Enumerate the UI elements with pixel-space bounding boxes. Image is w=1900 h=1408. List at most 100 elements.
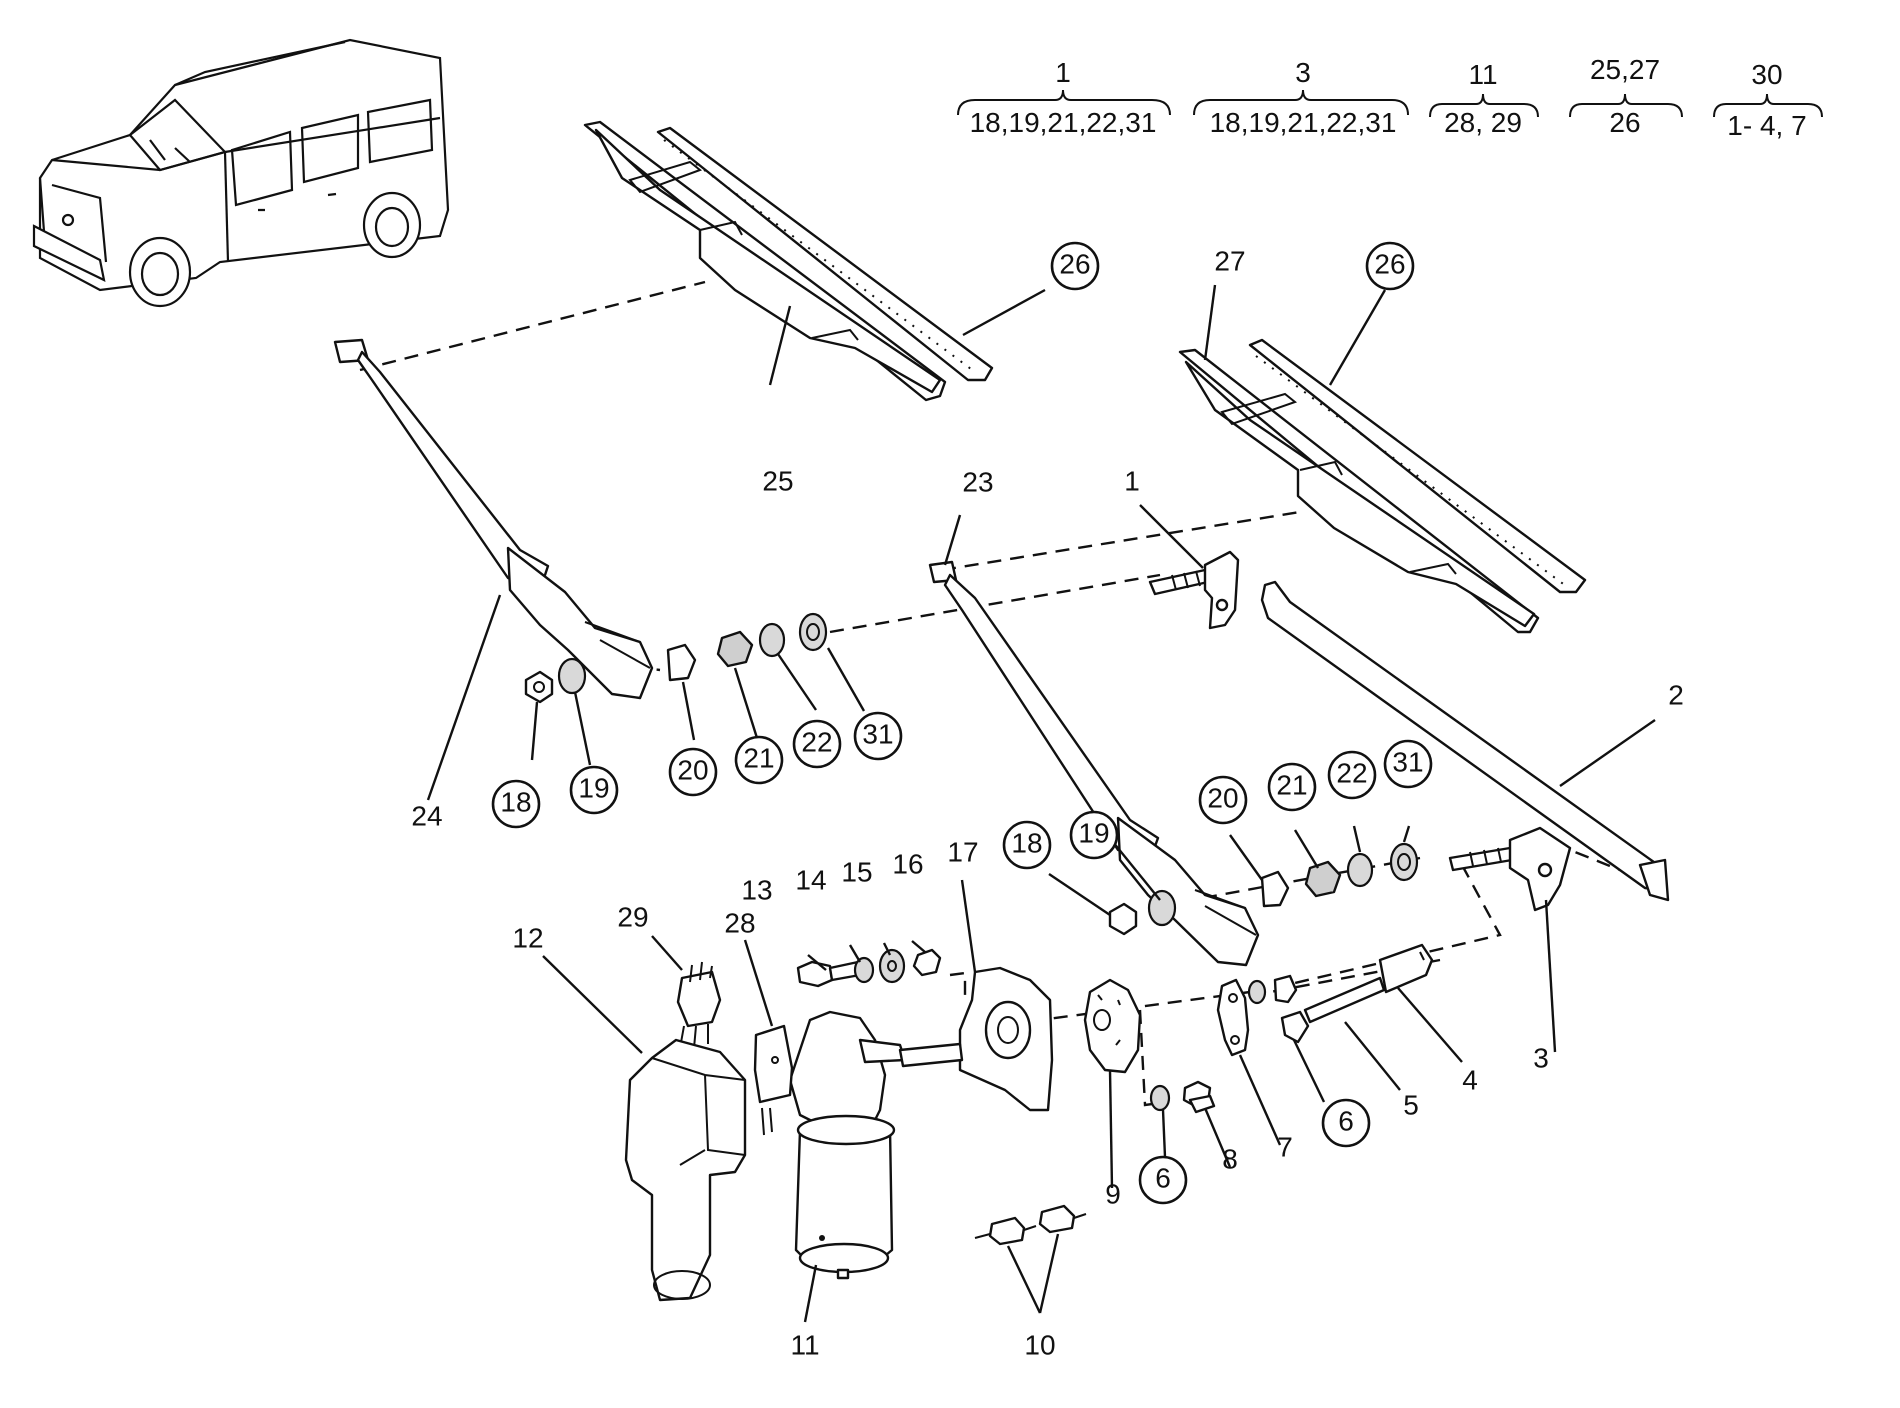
- bushing-20-right: [1260, 870, 1290, 908]
- washer-6-bottom: [1149, 1084, 1171, 1112]
- vehicle-illustration: [32, 38, 450, 308]
- callout-15: 15: [841, 856, 872, 887]
- leader-lines: [426, 284, 1656, 1323]
- callout-25: 25: [762, 465, 793, 496]
- callout-6-right: 6: [1338, 1105, 1354, 1136]
- callout-17: 17: [947, 836, 978, 867]
- kit-legend: 1 18,19,21,22,31 3 18,19,21,22,31 11 28,…: [957, 54, 1823, 141]
- washer-22-right: [1346, 852, 1374, 888]
- callout-28: 28: [724, 907, 755, 938]
- nut-5: [1273, 974, 1298, 1004]
- relay-plug: [676, 961, 722, 1049]
- callout-20-left: 20: [677, 754, 708, 785]
- kit-group-11: 11 28, 29: [1429, 59, 1539, 138]
- kit-group-3-bottom: 18,19,21,22,31: [1210, 107, 1397, 138]
- callout-26-left: 26: [1059, 248, 1090, 279]
- callout-6-bottom: 6: [1155, 1162, 1171, 1193]
- callout-16: 16: [892, 848, 923, 879]
- linkage-rod-2: [1260, 580, 1670, 902]
- seal-31-left: [798, 612, 828, 652]
- carbon-brushes: [974, 1204, 1087, 1246]
- kit-group-11-bottom: 28, 29: [1444, 107, 1522, 138]
- callout-labels: 26 26 27 25 23 1 2 3 4 5 6 7 8 6 9 9 10 …: [411, 245, 1683, 1360]
- brush-left: [988, 1216, 1026, 1246]
- screw-13: [796, 960, 834, 988]
- kit-group-30-top: 30: [1751, 59, 1782, 90]
- left-pivot-bearing: [1148, 550, 1240, 630]
- nut-18-left: [524, 670, 554, 704]
- nut-18-right: [1108, 902, 1138, 936]
- brush-right: [1038, 1204, 1076, 1234]
- callout-19-right: 19: [1078, 817, 1109, 848]
- right-wiper-blade: [1178, 338, 1587, 634]
- kit-group-25-27: 25,27 26: [1569, 54, 1683, 138]
- kit-group-25-27-bottom: 26: [1609, 107, 1640, 138]
- left-wiper-blade: [583, 120, 994, 402]
- left-wiper-arm: [333, 338, 654, 700]
- kit-group-3-top: 3: [1295, 57, 1311, 88]
- right-wiper-arm: [928, 560, 1260, 967]
- left-hardware: [524, 612, 828, 704]
- kit-group-1-bottom: 18,19,21,22,31: [970, 107, 1157, 138]
- seal-31-right: [1389, 842, 1419, 882]
- washer-19-left: [557, 657, 587, 695]
- callout-18-right: 18: [1011, 827, 1042, 858]
- crank-arm: [1216, 978, 1250, 1057]
- callout-circles: [491, 241, 1433, 1205]
- callout-13: 13: [741, 874, 772, 905]
- nut-21-right: [1304, 860, 1342, 898]
- washer-6-top: [1247, 979, 1267, 1005]
- kit-group-25-27-top: 25,27: [1590, 54, 1660, 85]
- callout-9-upper: 9: [1105, 1178, 1121, 1209]
- washer-19-right: [1147, 889, 1177, 927]
- callout-23: 23: [962, 466, 993, 497]
- washer-22-left: [758, 622, 786, 658]
- callout-24: 24: [411, 800, 442, 831]
- callout-21-left: 21: [743, 742, 774, 773]
- callout-5: 5: [1403, 1089, 1419, 1120]
- callout-29: 29: [617, 901, 648, 932]
- kit-group-1-top: 1: [1055, 57, 1071, 88]
- callout-20-right: 20: [1207, 782, 1238, 813]
- callout-19-left: 19: [578, 772, 609, 803]
- wiper-motor: [788, 1010, 964, 1280]
- callout-12: 12: [512, 922, 543, 953]
- motor-cover: [624, 1038, 747, 1302]
- callout-1: 1: [1124, 465, 1140, 496]
- callout-31-left: 31: [862, 718, 893, 749]
- callout-3: 3: [1533, 1042, 1549, 1073]
- motor-connector: [753, 1024, 794, 1136]
- crank-disc: [1083, 978, 1142, 1074]
- motor-mounting-plate: [958, 966, 1054, 1112]
- callout-31-right: 31: [1392, 746, 1423, 777]
- right-pivot-bearing: [1448, 826, 1572, 912]
- callout-2: 2: [1668, 679, 1684, 710]
- callout-22-right: 22: [1336, 757, 1367, 788]
- callout-4: 4: [1462, 1064, 1478, 1095]
- callout-22-left: 22: [801, 726, 832, 757]
- callout-14: 14: [795, 864, 826, 895]
- kit-group-30-bottom: 1- 4, 7: [1727, 110, 1806, 141]
- nut-16: [912, 948, 942, 977]
- kit-group-1: 1 18,19,21,22,31: [957, 57, 1171, 138]
- callout-21-right: 21: [1276, 769, 1307, 800]
- right-hardware: [1108, 842, 1419, 936]
- nut-21-left: [716, 630, 754, 668]
- callout-7: 7: [1277, 1131, 1293, 1162]
- connecting-rod: [1303, 943, 1434, 1024]
- callout-26-right: 26: [1374, 248, 1405, 279]
- callout-8: 8: [1222, 1143, 1238, 1174]
- callout-10: 10: [1024, 1329, 1055, 1360]
- bushing-20-left: [666, 643, 697, 682]
- bushing-5: [1280, 1010, 1310, 1044]
- washer-15: [878, 948, 906, 984]
- motor-hardware: [796, 948, 942, 988]
- callout-11: 11: [790, 1329, 819, 1360]
- washer-14: [853, 956, 875, 984]
- kit-group-3: 3 18,19,21,22,31: [1193, 57, 1409, 138]
- callout-27: 27: [1214, 245, 1245, 276]
- kit-group-30: 30 1- 4, 7: [1713, 59, 1823, 141]
- kit-group-11-top: 11: [1468, 59, 1497, 90]
